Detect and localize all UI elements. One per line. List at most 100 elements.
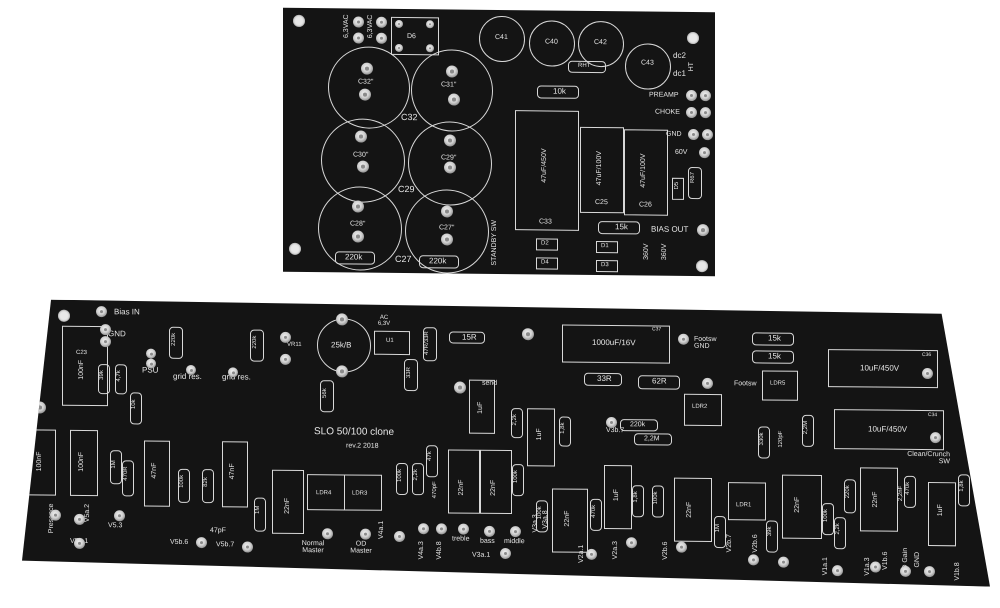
treble-label: treble <box>452 535 470 543</box>
c28pp-label: C28'' <box>350 220 366 228</box>
r36-value: 82k <box>203 477 209 487</box>
r10-value: 1M <box>715 524 721 533</box>
c6-value: 22nF <box>564 510 571 527</box>
v1a1-label: V1a.1 <box>822 557 829 576</box>
pad <box>146 359 156 369</box>
terminal-pad <box>700 107 711 119</box>
c17-value: 22nF <box>284 497 291 514</box>
bias-in-label: Bias IN <box>114 307 140 317</box>
board-revision: rev.2 2018 <box>346 442 379 450</box>
c8-value: 120pF <box>778 430 784 448</box>
pad <box>870 561 881 572</box>
pad <box>510 526 521 537</box>
mounting-hole <box>952 330 964 342</box>
c27pp-label: C27'' <box>439 224 455 232</box>
cap-c2 <box>860 467 898 531</box>
cap-c10 <box>674 478 712 542</box>
c37-label: C37 <box>652 326 662 333</box>
vr11-ref: VR11 <box>287 341 302 349</box>
pad <box>678 334 689 345</box>
r18-value: 330k <box>759 432 765 446</box>
bridge-pad <box>426 20 434 29</box>
dc1-label: dc1 <box>673 68 686 78</box>
d3-label: D3 <box>601 262 609 269</box>
c23-value: 100nF <box>78 359 85 380</box>
r5-value: 470k <box>905 481 911 495</box>
360v-label: 360V <box>643 243 650 260</box>
c31pp-label: C31'' <box>441 81 457 89</box>
terminal-pad <box>700 90 711 102</box>
c15-value: 22nF <box>458 479 465 496</box>
cap-pad <box>357 160 369 173</box>
d1-label: D1 <box>601 243 609 250</box>
pad <box>748 554 759 565</box>
pad <box>30 341 42 353</box>
c26-label: C26 <box>639 201 652 209</box>
r23-value: 1,8k <box>560 422 566 434</box>
r4-value: 220k <box>845 485 851 499</box>
v2a3-label: V2a.3 <box>612 541 619 560</box>
d2-label: D2 <box>541 240 549 247</box>
ht-label: HT <box>688 61 695 72</box>
preamp-label: PREAMP <box>649 91 679 99</box>
dc2-label: dc2 <box>673 50 686 60</box>
c10-value: 22nF <box>686 501 693 518</box>
standby-label: STANDBY SW <box>491 219 498 266</box>
bass-label: bass <box>480 537 495 545</box>
c32pp-label: C32'' <box>358 78 374 86</box>
pad <box>74 538 85 549</box>
c40-label: C40 <box>545 38 558 46</box>
r29-value: 100k <box>397 468 403 483</box>
terminal-pad <box>686 106 697 119</box>
pad <box>394 531 405 542</box>
mounting-hole <box>289 242 301 255</box>
c37-value: 1000uF/16V <box>592 337 636 348</box>
v4a3-label: V4a.3 <box>418 541 425 560</box>
c36-value: 10uF/450V <box>860 363 900 373</box>
v5b6-label: V5b.6 <box>170 538 189 546</box>
r42-value: 62R <box>652 376 667 386</box>
r30-value: 47k <box>427 451 433 461</box>
pad <box>186 365 196 375</box>
v2b6b-label: V2b.6 <box>752 534 759 553</box>
od-master-label: OD Master <box>350 540 372 555</box>
c43-label: C43 <box>641 59 654 67</box>
v3a8-label: V3a.8 <box>542 510 549 529</box>
cap-pad <box>446 65 458 78</box>
pot-pad <box>280 332 291 343</box>
heater-pad <box>353 32 364 44</box>
c36-label: C36 <box>922 351 932 359</box>
r67-label: R67 <box>690 172 696 184</box>
pad <box>418 523 429 534</box>
middle-label: middle <box>504 537 525 546</box>
r28-value: 100k <box>513 470 519 484</box>
c14-value: 470pF <box>432 481 438 499</box>
c23-label: C23 <box>76 349 88 356</box>
r15-value: 100k <box>823 509 829 523</box>
board-title: SLO 50/100 clone <box>314 426 395 438</box>
gnd-label: GND <box>666 130 682 138</box>
bridge-pad <box>395 19 403 28</box>
c34-label: C34 <box>928 412 938 419</box>
pad <box>626 537 637 548</box>
psu-board: 6,3VAC 6,3VAC D6 C41 C40 C42 C43 RHT dc2… <box>283 7 715 277</box>
c21-value: 47nF <box>229 463 236 480</box>
r38-value: 220k <box>252 335 258 349</box>
r32-value: 10k <box>131 399 137 410</box>
r21-value: 220k <box>630 421 646 429</box>
pot-pad <box>280 354 291 365</box>
heater-label: 6,3VAC <box>343 14 350 39</box>
v3a3-label: V3a.3 <box>532 514 539 533</box>
fb-depth-label: FB/Depth <box>35 349 44 384</box>
360v-label: 360V <box>661 243 668 261</box>
c19-value: 100nF <box>36 451 43 472</box>
heater-pad <box>376 16 387 28</box>
cap-c31pp <box>411 49 493 132</box>
cap-pad <box>361 62 373 75</box>
c32-label: C32 <box>401 111 418 123</box>
rht-label: RHT <box>578 62 591 69</box>
c41-label: C41 <box>495 33 508 42</box>
u1-label: U1 <box>386 337 394 344</box>
c30pp-label: C30'' <box>353 151 369 159</box>
pad <box>34 401 46 413</box>
